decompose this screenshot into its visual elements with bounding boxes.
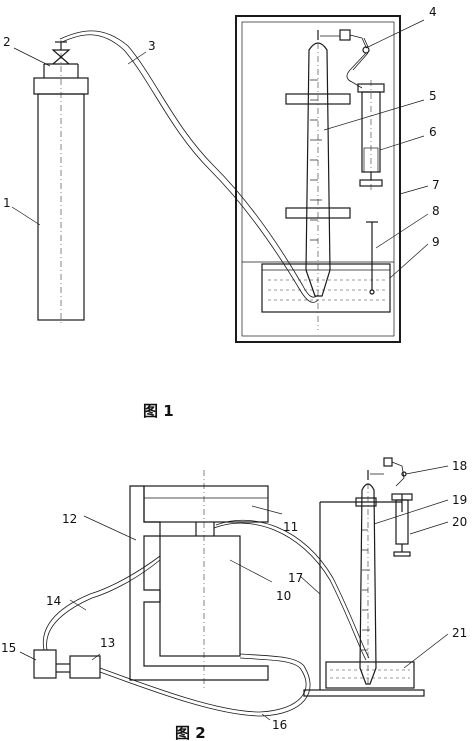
main-chamber: [159, 522, 241, 657]
syringe: [357, 80, 385, 190]
label-3: 3: [148, 39, 156, 53]
water-bath: [242, 261, 394, 313]
figure-2: 10 11 12 13 14 15 16 17 18 19 20 21 图 2: [1, 457, 467, 741]
cylinder-valve: [43, 41, 79, 78]
syringe-fig2: [391, 493, 413, 557]
label-1: 1: [3, 196, 11, 210]
label-21: 21: [452, 626, 467, 640]
thermometer: [366, 221, 378, 295]
frame: [129, 470, 269, 690]
label-18: 18: [452, 459, 467, 473]
pump: [56, 655, 101, 679]
label-13: 13: [100, 636, 115, 650]
figure-2-caption: 图 2: [175, 724, 206, 741]
label-8: 8: [432, 204, 440, 218]
top-valve-fig2: [367, 457, 407, 487]
figure-1-caption: 图 1: [143, 402, 174, 420]
label-2: 2: [3, 35, 11, 49]
label-17: 17: [288, 571, 303, 585]
label-6: 6: [429, 125, 437, 139]
label-4: 4: [429, 5, 437, 19]
label-11: 11: [283, 520, 298, 534]
glass-cabinet: [235, 15, 401, 343]
leader-lines-fig2: [19, 465, 449, 721]
bottom-hose: [99, 653, 311, 717]
small-box: [33, 649, 57, 679]
figure-1: 1 2 3 4 5 6 7 8 9 图 1: [3, 5, 440, 420]
top-block: [143, 485, 269, 523]
label-10: 10: [276, 589, 291, 603]
label-16: 16: [272, 718, 287, 732]
retort-stand: [303, 494, 425, 697]
burette-fig2: [359, 470, 377, 690]
transfer-hose: [213, 519, 370, 661]
left-hose: [42, 555, 161, 651]
gas-cylinder: [33, 40, 89, 325]
label-19: 19: [452, 493, 467, 507]
label-14: 14: [46, 594, 61, 608]
label-5: 5: [429, 89, 437, 103]
graduated-burette: [285, 30, 351, 330]
label-9: 9: [432, 235, 440, 249]
label-15: 15: [1, 641, 16, 655]
leader-lines-fig1: [11, 19, 429, 279]
label-12: 12: [62, 512, 77, 526]
label-20: 20: [452, 515, 467, 529]
top-valve: [339, 29, 370, 89]
water-bath-fig2: [325, 661, 415, 689]
connecting-hose: [59, 30, 319, 303]
label-7: 7: [432, 178, 440, 192]
